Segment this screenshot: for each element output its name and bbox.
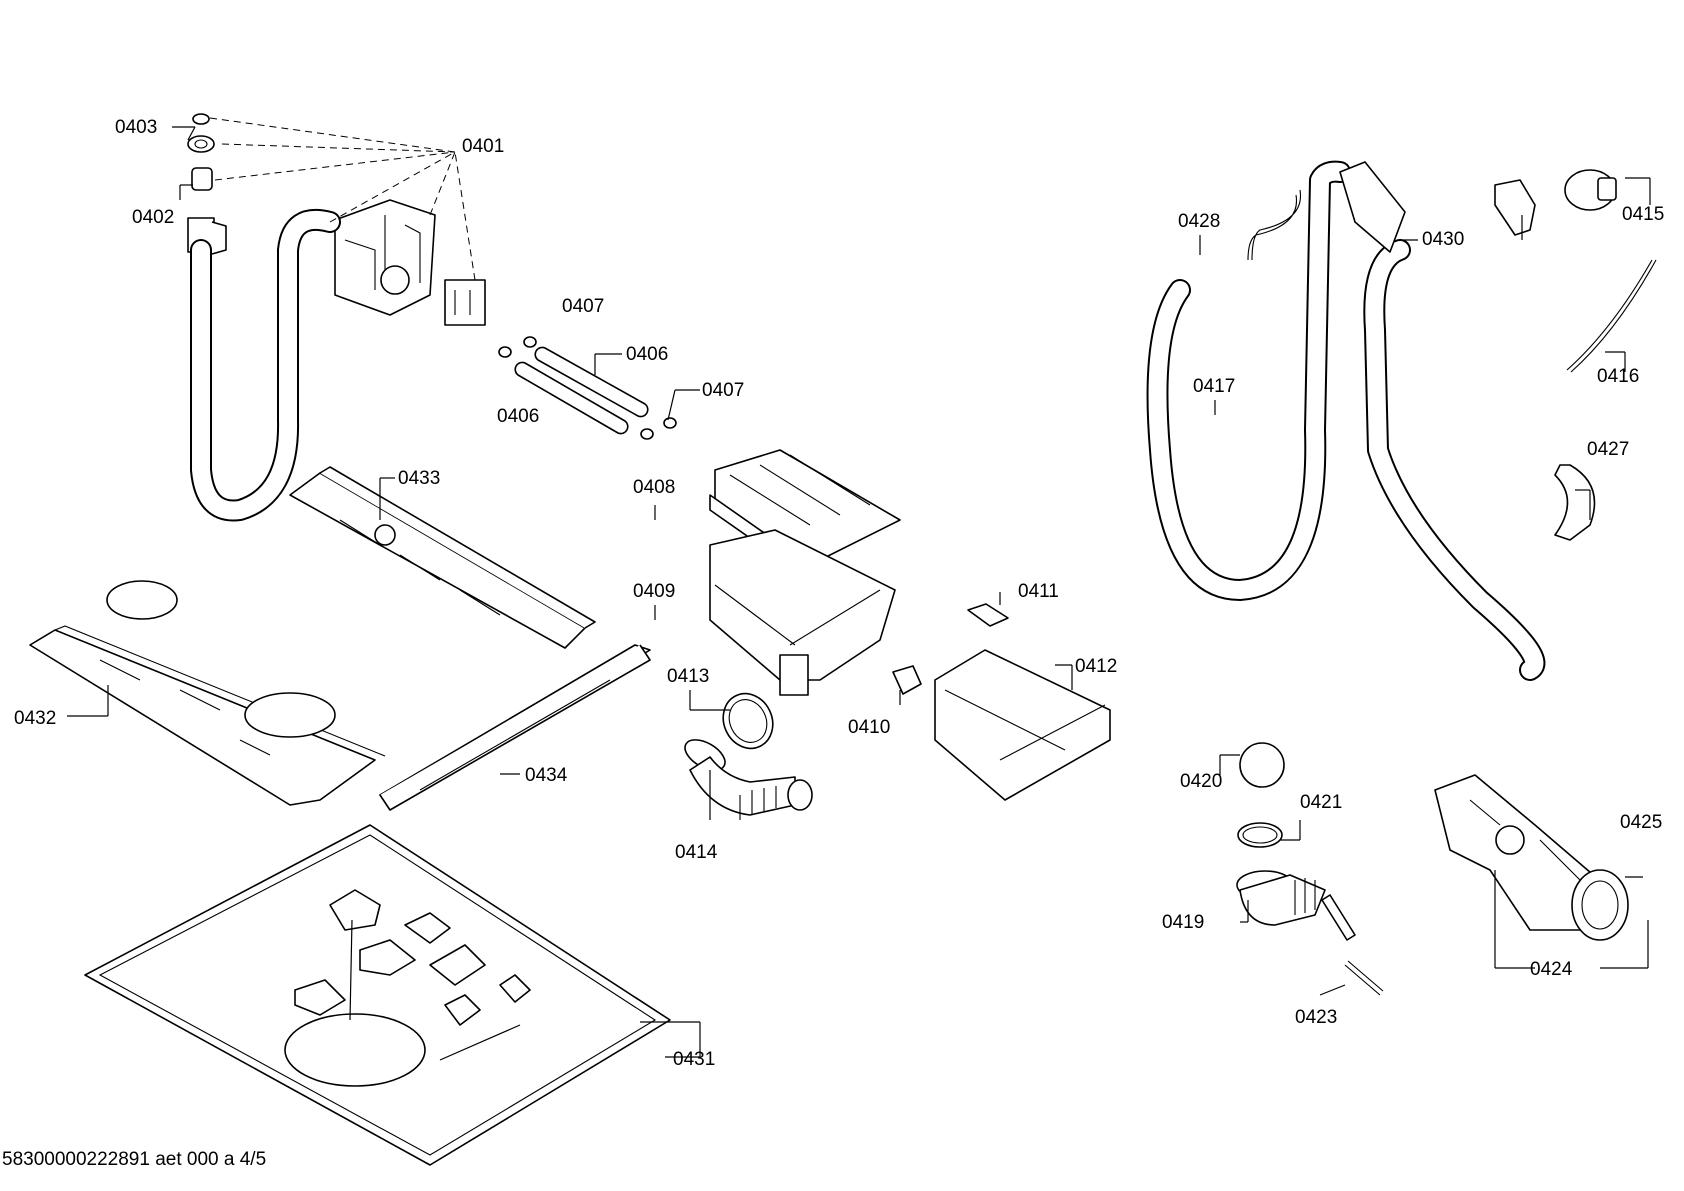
part-0421-clamp bbox=[1237, 822, 1283, 848]
part-0411-clip bbox=[967, 603, 1009, 627]
part-0409-drawer-body bbox=[709, 529, 896, 696]
label-0401: 0401 bbox=[462, 136, 504, 157]
label-0407-lower: 0407 bbox=[702, 380, 744, 401]
part-0431-base-plate bbox=[84, 824, 671, 1166]
label-0406-lower: 0406 bbox=[497, 406, 539, 427]
label-0413: 0413 bbox=[667, 666, 709, 687]
part-0415-pressure-switch bbox=[1564, 169, 1617, 211]
part-0406-tube-lower bbox=[514, 361, 629, 435]
label-0425: 0425 bbox=[1620, 812, 1662, 833]
label-0409: 0409 bbox=[633, 581, 675, 602]
label-0419: 0419 bbox=[1162, 912, 1204, 933]
label-0421: 0421 bbox=[1300, 792, 1342, 813]
label-0432: 0432 bbox=[14, 708, 56, 729]
label-0423: 0423 bbox=[1295, 1007, 1337, 1028]
part-0401-valve-assembly bbox=[334, 199, 486, 326]
leader-lines bbox=[67, 117, 1651, 1061]
label-0410: 0410 bbox=[848, 717, 890, 738]
part-0410-clip bbox=[892, 665, 922, 695]
label-0417: 0417 bbox=[1193, 376, 1235, 397]
part-0430-drain-hose bbox=[1339, 161, 1546, 681]
label-0408: 0408 bbox=[633, 477, 675, 498]
part-0428-small-hose bbox=[1247, 189, 1302, 261]
part-0423-screw bbox=[1344, 960, 1384, 996]
part-0406-tube-upper bbox=[534, 346, 649, 418]
part-0412-tray bbox=[934, 649, 1111, 801]
label-0403: 0403 bbox=[115, 117, 157, 138]
part-0424-0425-pump bbox=[1434, 774, 1629, 941]
inlet-hose bbox=[190, 208, 341, 522]
part-0413-seal-ring bbox=[722, 692, 774, 750]
label-0402: 0402 bbox=[132, 207, 174, 228]
part-0434-rail bbox=[379, 644, 651, 811]
label-0412: 0412 bbox=[1075, 656, 1117, 677]
part-0417-hose bbox=[1146, 160, 1351, 601]
document-reference: 58300000222891 aet 000 a 4/5 bbox=[2, 1149, 267, 1170]
part-0432-rail bbox=[29, 580, 386, 806]
label-0415: 0415 bbox=[1622, 204, 1664, 225]
label-0430: 0430 bbox=[1422, 229, 1464, 250]
label-0406-upper: 0406 bbox=[626, 344, 668, 365]
label-0411: 0411 bbox=[1018, 581, 1059, 602]
part-0427-clip bbox=[1554, 464, 1596, 541]
part-0433-rail bbox=[289, 466, 596, 649]
label-0407-upper: 0407 bbox=[562, 296, 604, 317]
part-0407-clamps bbox=[498, 336, 677, 440]
part-0419-sump bbox=[1236, 870, 1356, 941]
label-0433: 0433 bbox=[398, 468, 440, 489]
part-0415-bracket bbox=[1494, 179, 1536, 236]
part-0416-tube bbox=[1566, 259, 1657, 373]
label-0416: 0416 bbox=[1597, 366, 1639, 387]
label-0427: 0427 bbox=[1587, 439, 1629, 460]
part-0420-cap bbox=[1239, 742, 1285, 788]
part-labels: 0403 0401 0402 0407 0406 0407 0406 0433 … bbox=[14, 117, 1664, 1070]
label-0434: 0434 bbox=[525, 765, 568, 786]
label-0424: 0424 bbox=[1530, 959, 1573, 980]
part-0403-nut-and-washer bbox=[187, 113, 215, 153]
label-0428: 0428 bbox=[1178, 211, 1220, 232]
label-0414: 0414 bbox=[675, 842, 718, 863]
label-0420: 0420 bbox=[1180, 771, 1222, 792]
label-0431: 0431 bbox=[673, 1049, 715, 1070]
part-0414-bellows-hose bbox=[684, 739, 813, 820]
